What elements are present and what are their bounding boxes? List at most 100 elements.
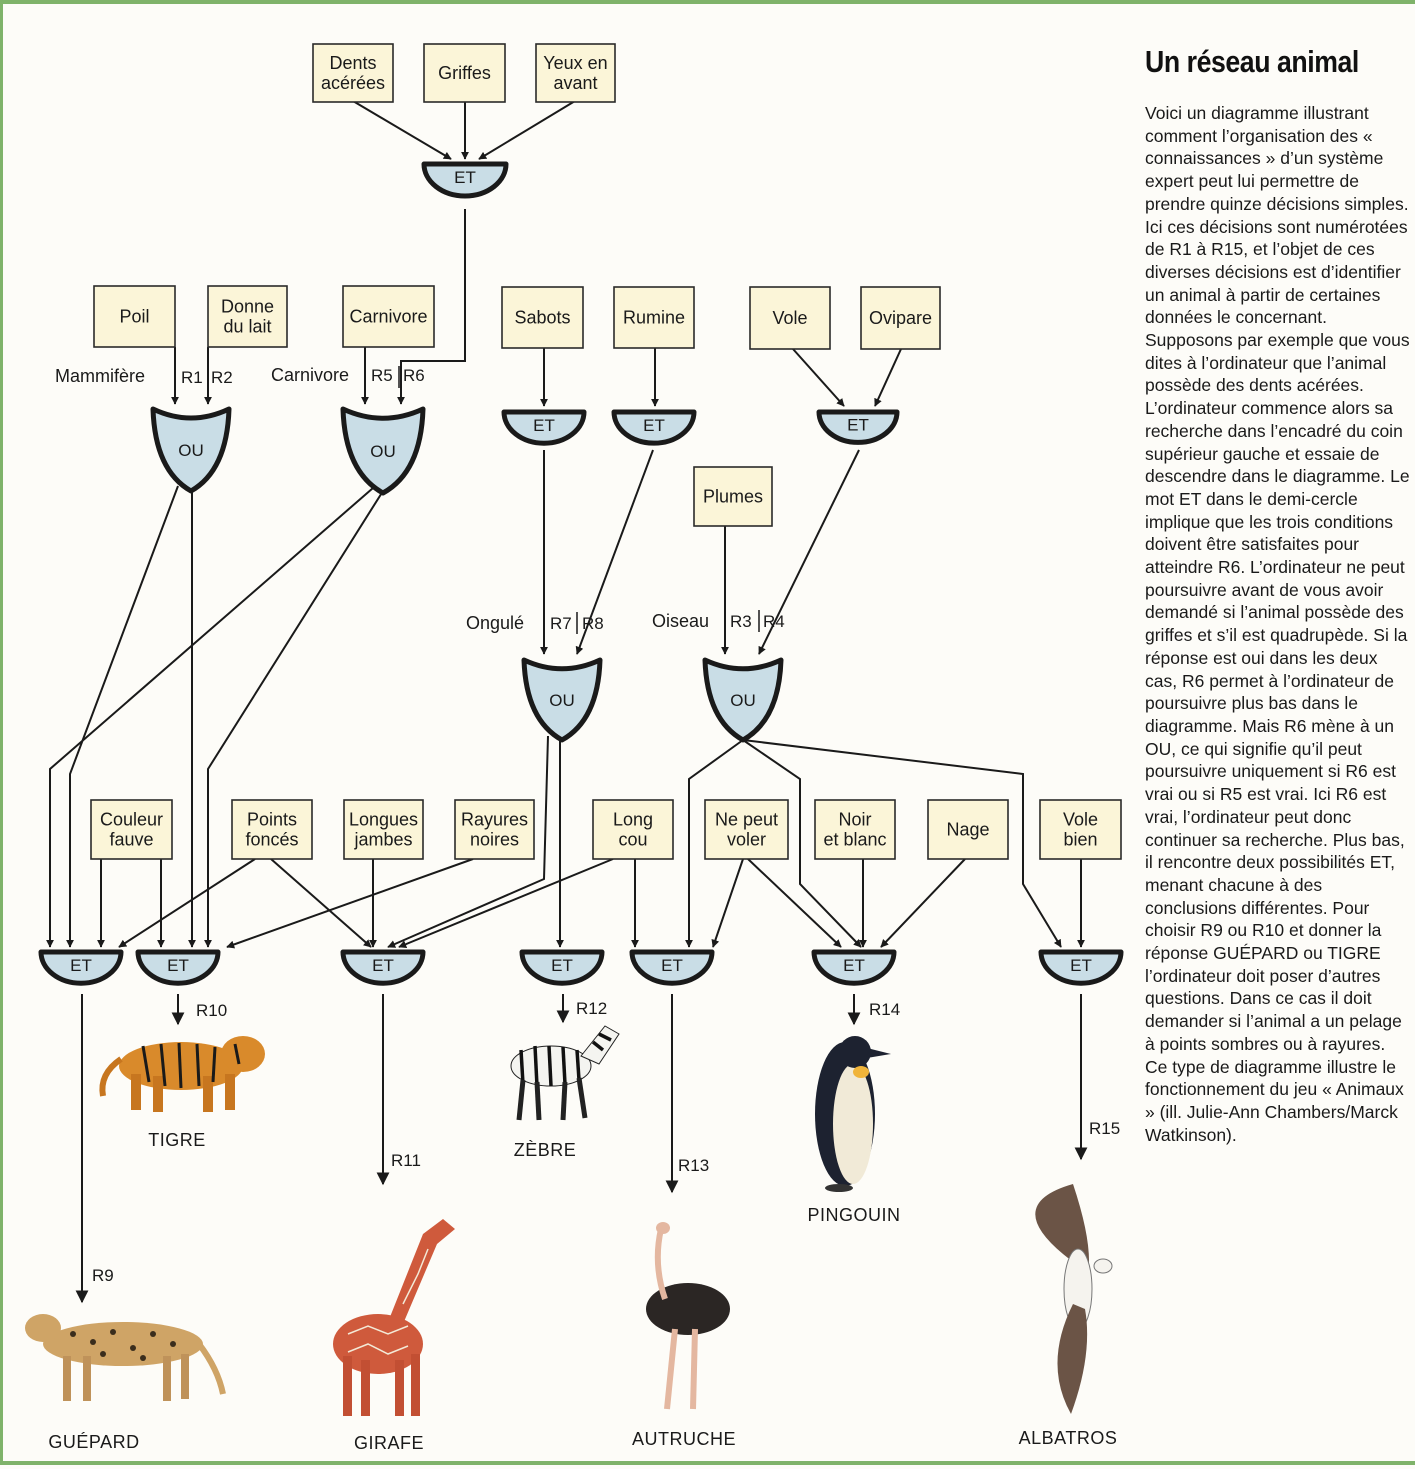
or-gate-label: OU bbox=[370, 442, 396, 461]
rule-label-r10: R10 bbox=[196, 1001, 227, 1020]
and-gate-label: ET bbox=[454, 168, 476, 187]
zebra-illustration bbox=[510, 1025, 620, 1121]
wire bbox=[758, 449, 860, 655]
box-label: cou bbox=[618, 830, 647, 850]
box-vole: Vole bbox=[749, 286, 831, 350]
box-label: Ovipare bbox=[869, 308, 932, 328]
sidebar: Un réseau animal Voici un diagramme illu… bbox=[1145, 44, 1411, 1146]
label-oiseau: Oiseau bbox=[652, 611, 709, 631]
rule-label-r15: R15 bbox=[1089, 1119, 1120, 1138]
box-label: Poil bbox=[119, 307, 149, 327]
rule-label-r8: R8 bbox=[582, 614, 604, 633]
and-gate-label: ET bbox=[70, 956, 92, 975]
cheetah-illustration bbox=[25, 1314, 226, 1401]
box-label: Dents bbox=[329, 53, 376, 73]
ostrich-illustration bbox=[646, 1222, 730, 1410]
and-gate-label: ET bbox=[533, 416, 555, 435]
box-label: voler bbox=[727, 830, 766, 850]
box-label: Carnivore bbox=[349, 307, 427, 327]
animal-name-guepard: GUÉPARD bbox=[48, 1432, 139, 1452]
rule-label-r2: R2 bbox=[211, 368, 233, 387]
wire bbox=[352, 100, 452, 160]
animal-name-pingouin: PINGOUIN bbox=[807, 1205, 900, 1225]
wire bbox=[270, 858, 372, 948]
box-label: foncés bbox=[245, 830, 298, 850]
rule-label-r11: R11 bbox=[391, 1151, 421, 1170]
rule-label-r7: R7 bbox=[550, 614, 572, 633]
box-label: du lait bbox=[223, 317, 271, 337]
and-gate: ET bbox=[519, 949, 605, 986]
page-title: Un réseau animal bbox=[1145, 44, 1359, 79]
animal-name-tigre: TIGRE bbox=[148, 1130, 206, 1150]
rule-label-r13: R13 bbox=[678, 1156, 709, 1175]
rule-label-r1: R1 bbox=[181, 368, 203, 387]
and-gate: ET bbox=[340, 949, 426, 986]
body-text: Voici un diagramme illustrant comment l’… bbox=[1145, 103, 1410, 1145]
and-gate: ET bbox=[501, 409, 587, 446]
box-label: Rumine bbox=[623, 308, 685, 328]
or-gate-label: OU bbox=[178, 441, 204, 460]
wire bbox=[397, 209, 466, 405]
wire bbox=[46, 487, 374, 948]
label-carnivore: Carnivore bbox=[271, 365, 349, 385]
wire bbox=[711, 858, 744, 948]
and-gate: ET bbox=[38, 949, 124, 986]
or-gate-label: OU bbox=[730, 691, 756, 710]
box-label: Points bbox=[247, 810, 297, 830]
wire bbox=[880, 858, 966, 948]
or-gate: OU bbox=[702, 657, 784, 743]
animal-name-girafe: GIRAFE bbox=[354, 1433, 424, 1453]
box-ovipare: Ovipare bbox=[860, 286, 941, 350]
label-ongule: Ongulé bbox=[466, 613, 524, 633]
box-sabots: Sabots bbox=[501, 286, 584, 349]
box-label: noires bbox=[470, 830, 519, 850]
wire bbox=[398, 858, 614, 948]
or-gate-label: OU bbox=[549, 691, 575, 710]
or-gate: OU bbox=[340, 406, 426, 496]
and-gate-label: ET bbox=[551, 956, 573, 975]
or-gate: OU bbox=[521, 657, 603, 743]
wire bbox=[747, 858, 842, 948]
and-gate: ET bbox=[816, 409, 900, 445]
box-label: Long bbox=[613, 810, 653, 830]
and-gate-label: ET bbox=[643, 416, 665, 435]
wire bbox=[478, 100, 576, 160]
box-label: Ne peut bbox=[715, 810, 778, 830]
box-carnivore: Carnivore bbox=[342, 285, 435, 348]
wire bbox=[226, 858, 474, 949]
wire bbox=[792, 348, 845, 407]
wire bbox=[742, 739, 1062, 948]
wire bbox=[575, 449, 654, 655]
rule-label-r6: R6 bbox=[403, 366, 425, 385]
animal-name-zebre: ZÈBRE bbox=[514, 1140, 577, 1160]
and-gate-label: ET bbox=[167, 956, 189, 975]
box-label: Plumes bbox=[703, 487, 763, 507]
and-gate: ET bbox=[1038, 949, 1124, 986]
box-label: Couleur bbox=[100, 810, 163, 830]
label-mammifere: Mammifère bbox=[55, 366, 145, 386]
rule-label-r3: R3 bbox=[730, 612, 752, 631]
wires bbox=[46, 100, 1088, 1304]
and-gate: ET bbox=[421, 161, 509, 199]
box-label: Vole bbox=[772, 308, 807, 328]
animal-name-albatros: ALBATROS bbox=[1019, 1428, 1118, 1448]
box-nage: Nage bbox=[927, 799, 1009, 860]
wire bbox=[204, 490, 384, 948]
box-label: bien bbox=[1063, 830, 1097, 850]
rule-label-r9: R9 bbox=[92, 1266, 114, 1285]
animal-name-autruche: AUTRUCHE bbox=[632, 1429, 736, 1449]
and-gate-label: ET bbox=[1070, 956, 1092, 975]
box-rumine: Rumine bbox=[613, 286, 695, 349]
box-label: fauve bbox=[109, 830, 153, 850]
